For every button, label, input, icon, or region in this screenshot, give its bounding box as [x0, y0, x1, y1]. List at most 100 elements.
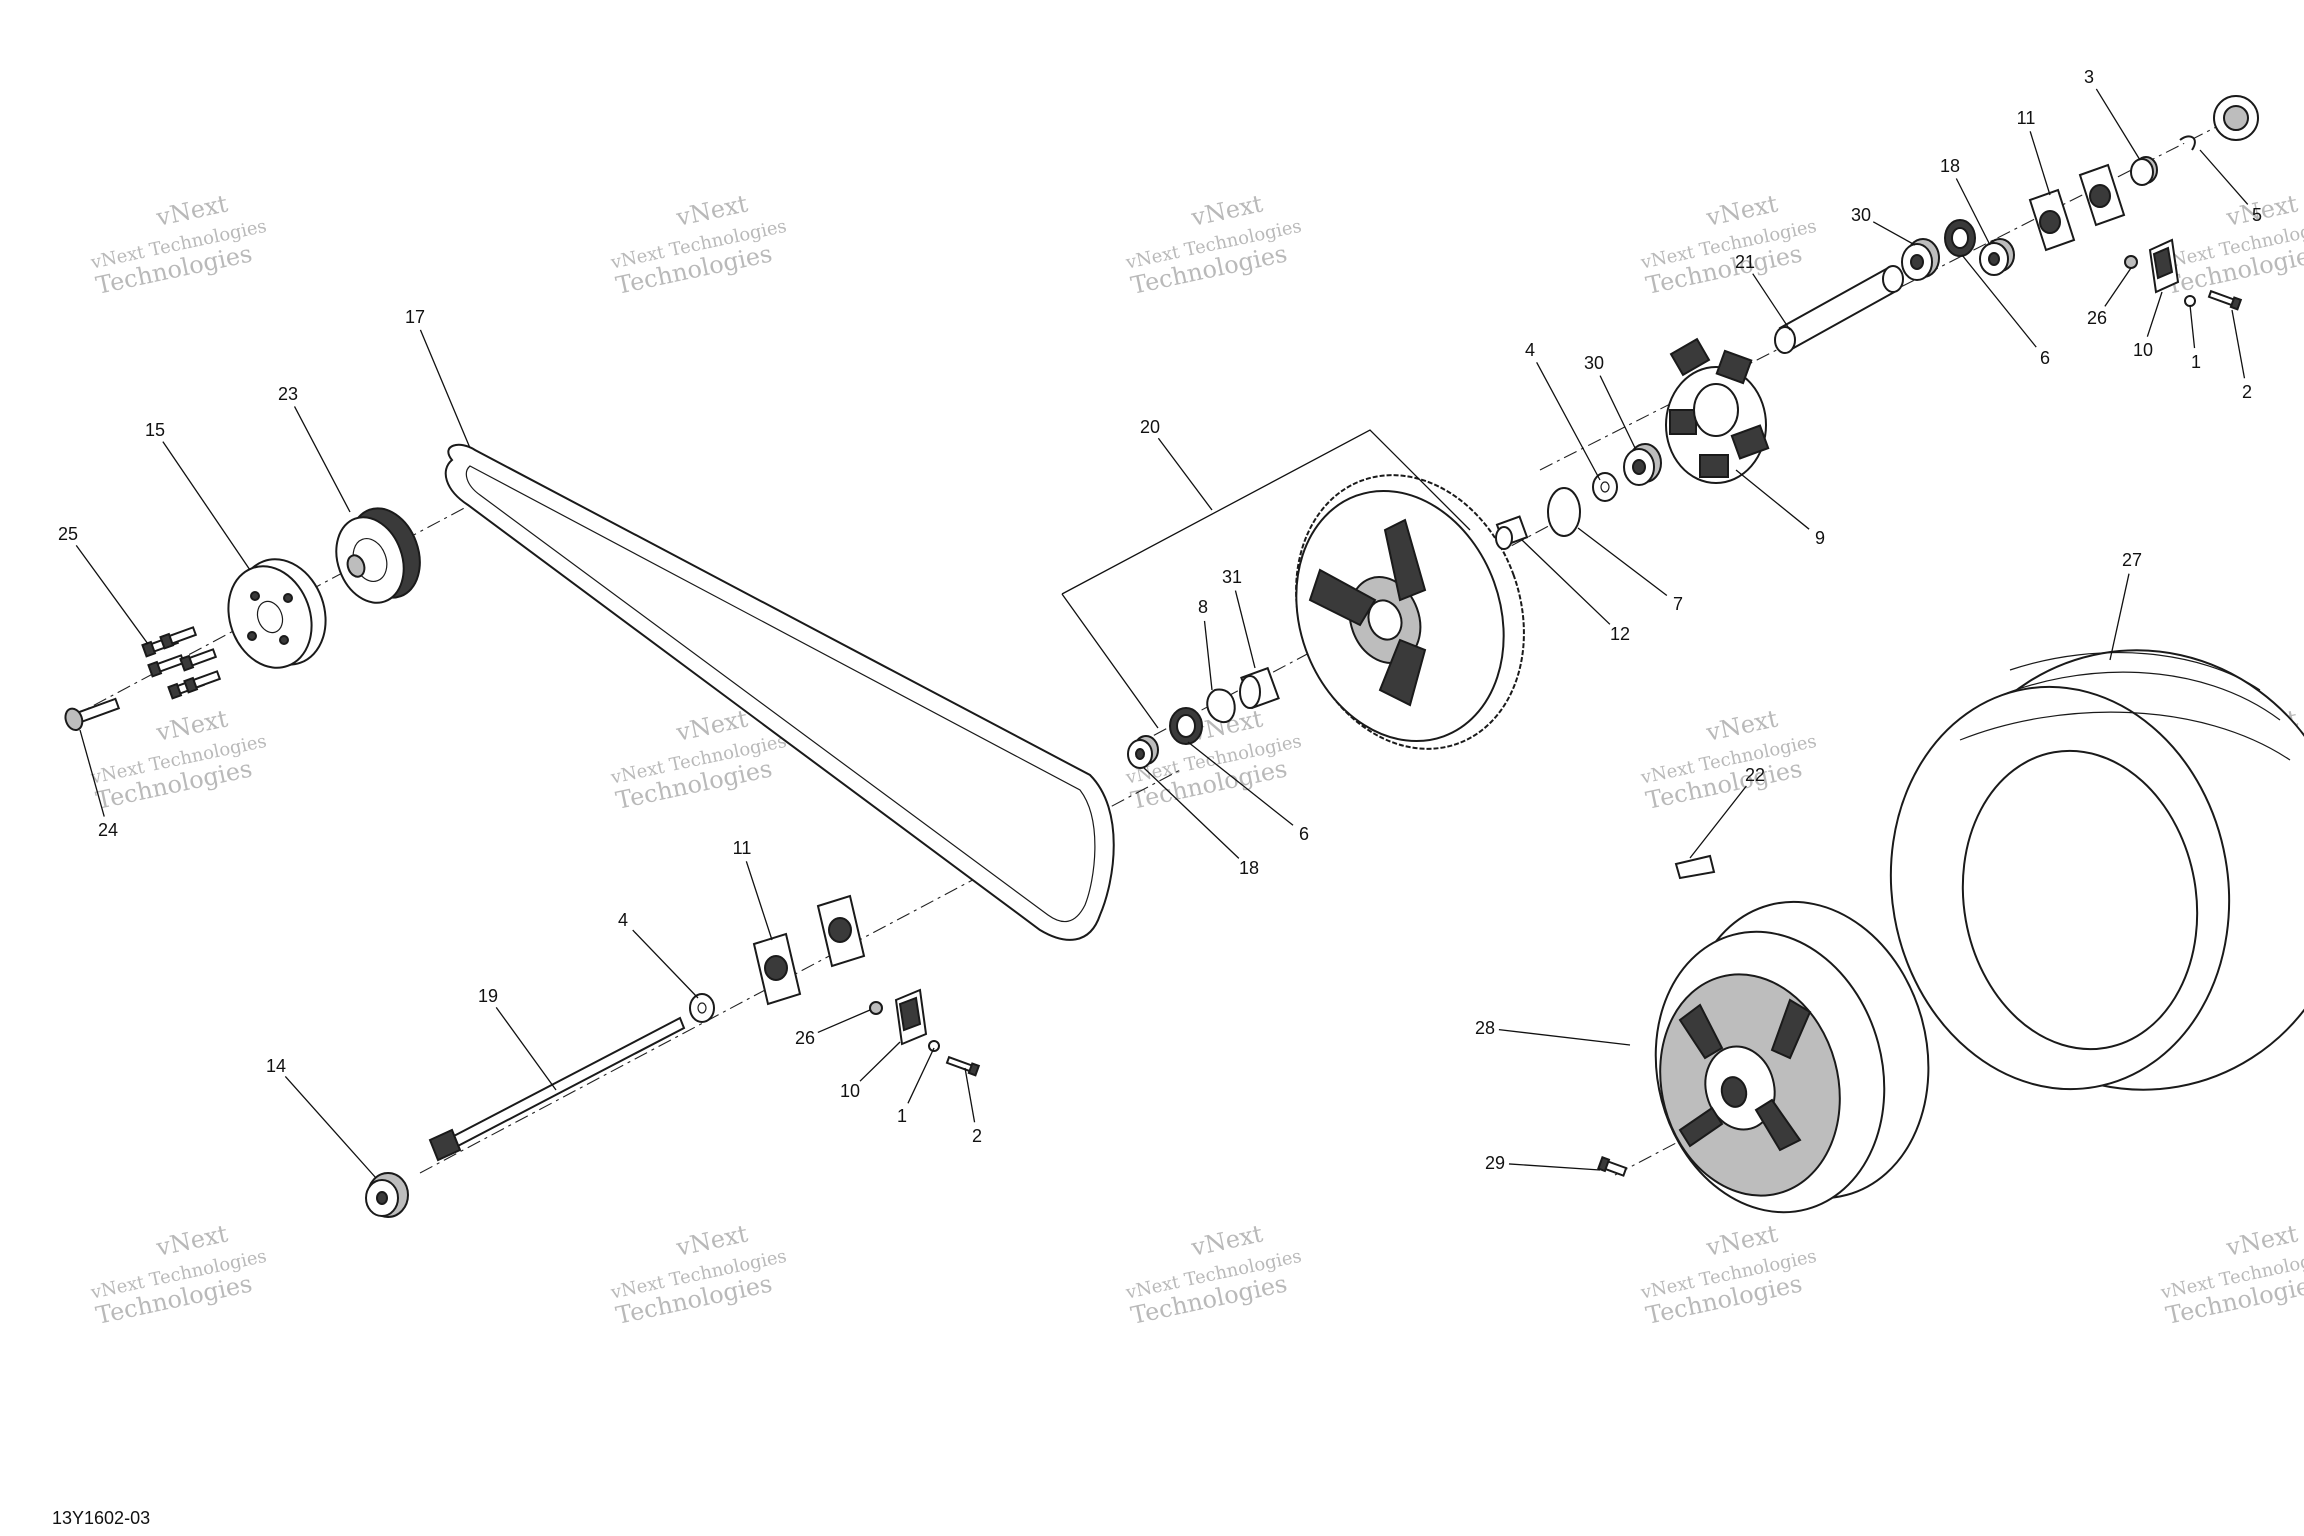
leader-line: [284, 1076, 377, 1179]
callout-14: 14: [266, 1056, 377, 1179]
callout-number: 7: [1673, 594, 1683, 614]
callout-7: 7: [1577, 527, 1683, 614]
callout-number: 8: [1198, 597, 1208, 617]
callout-10: 10: [2133, 291, 2163, 360]
callout-number: 6: [2040, 348, 2050, 368]
leader-line: [1187, 741, 1294, 826]
callout-10: 10: [840, 1041, 901, 1101]
nut-26-lower: [869, 1001, 883, 1015]
sleeve-12: [1495, 515, 1529, 550]
spacer-18-upper: [1979, 238, 2015, 276]
bearing-housing-11-lower: [752, 894, 866, 1006]
leader-line: [1752, 273, 1791, 331]
drawing-id-label: 13Y1602-03: [52, 1508, 151, 1528]
washer-3: [2130, 156, 2158, 186]
tensioner-10-lower: [894, 988, 928, 1046]
leader-line: [1599, 375, 1637, 451]
callout-number: 26: [2087, 308, 2107, 328]
callout-number: 29: [1485, 1153, 1505, 1173]
leader-line: [1955, 178, 1991, 246]
leader-line: [817, 1009, 871, 1034]
callout-4: 4: [618, 910, 699, 999]
callout-number: 9: [1815, 528, 1825, 548]
callout-layer: 1122344566789101011111214151718181920212…: [58, 67, 2262, 1179]
leader-line: [1735, 469, 1810, 530]
callout-29: 29: [1485, 1153, 1601, 1173]
callout-number: 10: [840, 1081, 860, 1101]
valve-stem-29: [1597, 1156, 1628, 1177]
leader-line: [2146, 291, 2163, 337]
leader-line: [1157, 437, 1213, 511]
callout-26: 26: [2087, 267, 2132, 328]
callout-21: 21: [1735, 252, 1791, 331]
callout-number: 27: [2122, 550, 2142, 570]
leader-line: [2029, 131, 2051, 196]
valve-22: [1674, 854, 1716, 880]
leader-line: [2104, 267, 2132, 307]
leader-line: [2095, 88, 2141, 161]
driven-sprocket-20: [1295, 474, 1525, 750]
callout-number: 30: [1584, 353, 1604, 373]
leader-line: [1203, 620, 1213, 691]
callout-4: 4: [1525, 340, 1601, 481]
callout-6: 6: [1961, 254, 2050, 368]
callout-number: 14: [266, 1056, 286, 1076]
callout-17: 17: [405, 307, 471, 449]
damper-9: [1665, 337, 1770, 484]
bolt-2-lower: [945, 1055, 981, 1077]
bracket-20: [1061, 429, 1471, 729]
callout-number: 15: [145, 420, 165, 440]
callout-30: 30: [1851, 205, 1916, 246]
callout-2: 2: [2231, 309, 2252, 402]
callout-number: 4: [1525, 340, 1535, 360]
callout-18: 18: [1940, 156, 1991, 246]
callout-1: 1: [897, 1047, 935, 1126]
leader-line: [1536, 362, 1601, 481]
callout-number: 18: [1239, 858, 1259, 878]
drive-belt-17: [444, 443, 1115, 941]
wheel-rim-28: [1654, 900, 1930, 1214]
leader-line: [907, 1047, 935, 1104]
bearing-6-upper: [1944, 219, 1976, 257]
leader-line: [2109, 573, 2130, 661]
leader-line: [293, 406, 351, 513]
end-cap: [2213, 95, 2259, 141]
callout-number: 6: [1299, 824, 1309, 844]
callout-number: 22: [1745, 765, 1765, 785]
bushing-31: [1239, 666, 1280, 710]
leader-line: [964, 1067, 976, 1123]
snap-ring-8: [1206, 688, 1236, 724]
bearing-30-mid: [1623, 443, 1662, 486]
callout-11: 11: [2017, 108, 2051, 196]
callout-number: 11: [2017, 108, 2036, 128]
callout-5: 5: [2199, 149, 2262, 225]
callout-1: 1: [2189, 304, 2201, 372]
bearing-30-upper: [1901, 238, 1940, 281]
callout-22: 22: [1689, 765, 1765, 859]
callout-23: 23: [278, 384, 351, 513]
leader-line: [162, 441, 251, 571]
callout-number: 4: [618, 910, 628, 930]
callout-26: 26: [795, 1009, 871, 1048]
leader-line: [79, 729, 105, 817]
leader-line: [1508, 1163, 1601, 1171]
leader-line: [632, 929, 699, 999]
axle-19: [428, 1016, 686, 1162]
callout-24: 24: [79, 729, 118, 840]
callout-12: 12: [1521, 539, 1630, 644]
washer-1-lower: [928, 1040, 940, 1052]
callout-number: 18: [1940, 156, 1960, 176]
callout-number: 23: [278, 384, 298, 404]
bearing-6-left: [1169, 707, 1203, 745]
callout-number: 12: [1610, 624, 1630, 644]
clip-5: [2179, 135, 2196, 151]
callout-6: 6: [1187, 741, 1309, 844]
